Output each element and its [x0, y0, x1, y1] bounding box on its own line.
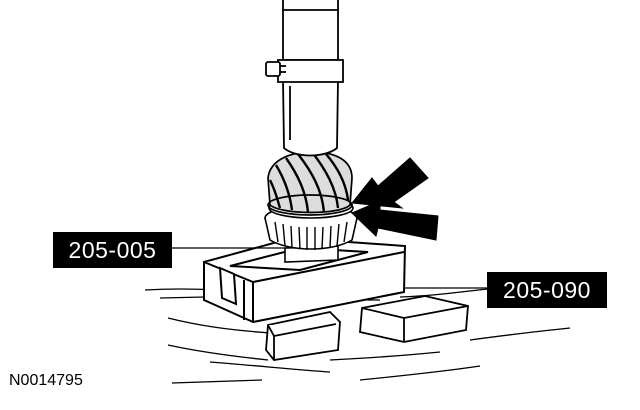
- indicator-arrows: [351, 157, 439, 241]
- press-ram: [265, 0, 344, 157]
- arrow-lower-icon: [351, 200, 439, 241]
- pinion-gear: [267, 151, 353, 216]
- figure-code: N0014795: [9, 372, 83, 389]
- support-blocks: [265, 295, 469, 361]
- leader-lines: [172, 247, 487, 289]
- callout-205-005: 205-005: [53, 232, 172, 268]
- arrow-upper-icon: [351, 157, 429, 209]
- callout-205-090: 205-090: [487, 272, 607, 308]
